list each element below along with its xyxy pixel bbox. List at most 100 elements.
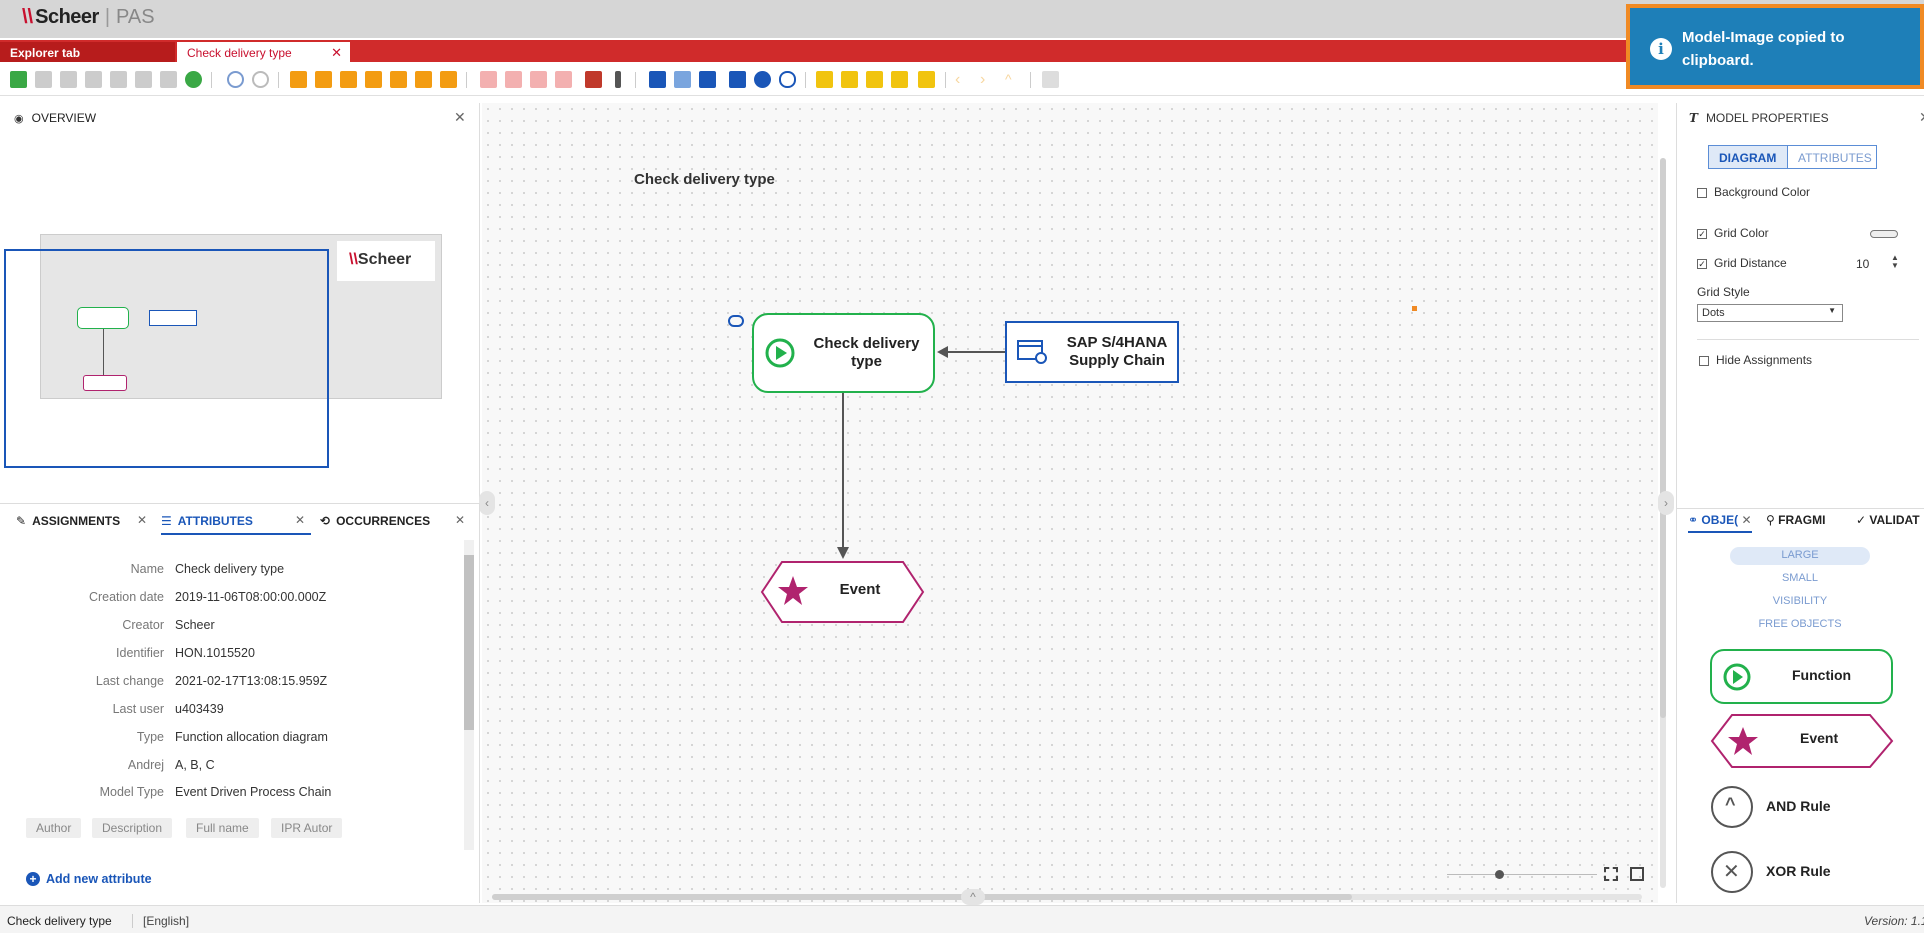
size-large-button[interactable]: LARGE — [1730, 547, 1870, 565]
overview-viewport[interactable] — [4, 249, 329, 468]
grid-color-swatch[interactable] — [1870, 230, 1898, 238]
zoom-slider-thumb[interactable] — [1495, 870, 1504, 879]
grid-distance-stepper-icon[interactable]: ▲▼ — [1891, 253, 1899, 270]
grid-view-icon[interactable] — [649, 71, 666, 88]
chevron-up-icon[interactable]: ^ — [1005, 71, 1012, 87]
canvas-hscroll[interactable] — [492, 894, 1642, 900]
link-icon[interactable] — [728, 315, 744, 327]
text-icon[interactable] — [816, 71, 833, 88]
connect-icon[interactable] — [674, 71, 691, 88]
toast-notification[interactable]: i Model-Image copied to clipboard. — [1626, 4, 1924, 89]
print-icon[interactable] — [390, 71, 407, 88]
stamp-icon[interactable] — [1042, 71, 1059, 88]
toolbar-separator — [278, 72, 279, 88]
canvas-vscroll[interactable] — [1660, 158, 1666, 888]
share-icon[interactable] — [340, 71, 357, 88]
toolbar-separator — [945, 72, 946, 88]
binoculars-icon[interactable] — [699, 71, 716, 88]
panel-close-icon[interactable]: ✕ — [455, 513, 466, 527]
collapse-bottom-handle[interactable]: ^ — [961, 889, 985, 905]
edit-icon: ✎ — [16, 514, 27, 528]
tab-occurrences[interactable]: ⟲ OCCURRENCES — [320, 514, 431, 528]
grid-distance-checkbox[interactable]: ✓ — [1697, 259, 1707, 269]
image-copy-icon[interactable] — [440, 71, 457, 88]
tab-objects[interactable]: ⚭ OBJE( ✕ — [1688, 513, 1752, 533]
add-attribute-button[interactable]: + Add new attribute — [26, 872, 152, 886]
properties-close-icon[interactable]: ✕ — [1919, 109, 1924, 126]
size-small-button[interactable]: SMALL — [1781, 572, 1819, 584]
fullscreen-icon[interactable] — [1604, 867, 1618, 881]
canvas-hscroll-thumb[interactable] — [492, 894, 1352, 900]
grid-style-select[interactable]: Dots ▼ — [1697, 304, 1843, 322]
toggle-icon[interactable] — [779, 71, 796, 88]
more-vertical-icon[interactable] — [615, 71, 621, 88]
chevron-right-icon[interactable]: › — [980, 71, 986, 88]
tab-validation[interactable]: ✓ VALIDAT — [1856, 513, 1920, 527]
tab-attributes-close-icon[interactable]: ✕ — [295, 513, 306, 527]
paste-icon[interactable] — [135, 71, 152, 88]
palette-event[interactable]: Event — [1710, 713, 1894, 769]
image-icon[interactable] — [841, 71, 858, 88]
copy-model-icon[interactable] — [60, 71, 77, 88]
diagram-canvas[interactable]: Check delivery type Check delivery type … — [482, 103, 1666, 903]
fit-view-icon[interactable] — [1630, 867, 1644, 881]
export-icon[interactable] — [290, 71, 307, 88]
event-node[interactable]: Event — [760, 560, 925, 624]
delete-icon[interactable] — [35, 71, 52, 88]
tab-attributes[interactable]: ☰ ATTRIBUTES — [161, 514, 311, 535]
grid-large-icon[interactable] — [891, 71, 908, 88]
format-painter-icon[interactable] — [160, 71, 177, 88]
attribute-chip[interactable]: Full name — [186, 818, 259, 838]
group-icon[interactable] — [555, 71, 572, 88]
collapse-left-handle[interactable]: ‹ — [479, 491, 495, 515]
overview-close-icon[interactable]: ✕ — [454, 109, 466, 125]
table-icon[interactable] — [918, 71, 935, 88]
attribute-chip[interactable]: Description — [92, 818, 173, 838]
tab-fragments[interactable]: ⚲ FRAGMI — [1766, 513, 1826, 527]
attributes-scrollbar-thumb[interactable] — [464, 555, 474, 730]
overview-thumbnail[interactable]: \\Scheer — [40, 234, 442, 399]
palette-function[interactable]: Function — [1710, 649, 1893, 704]
copy-icon[interactable] — [110, 71, 127, 88]
checkbox-icon[interactable] — [729, 71, 746, 88]
chevron-left-icon[interactable]: ‹ — [955, 71, 961, 88]
app-logo[interactable]: \\ Scheer | PAS — [22, 6, 155, 29]
layout-icon[interactable] — [480, 71, 497, 88]
report-icon[interactable] — [415, 71, 432, 88]
attribute-chip[interactable]: Author — [26, 818, 82, 838]
grid-small-icon[interactable] — [866, 71, 883, 88]
segment-attributes[interactable]: ATTRIBUTES — [1787, 145, 1877, 169]
grid-distance-value[interactable]: 10 — [1856, 257, 1870, 271]
pin-icon[interactable] — [365, 71, 382, 88]
new-model-icon[interactable] — [10, 71, 27, 88]
settings-gear-icon[interactable] — [185, 71, 202, 88]
tab-model[interactable]: Check delivery type ✕ — [177, 42, 350, 62]
visibility-button[interactable]: VISIBILITY — [1772, 595, 1828, 607]
document-icon[interactable] — [315, 71, 332, 88]
zoom-slider[interactable] — [1447, 870, 1597, 879]
system-node[interactable]: SAP S/4HANA Supply Chain — [1005, 321, 1179, 383]
segment-diagram[interactable]: DIAGRAM — [1708, 145, 1788, 169]
tab-objects-close-icon: ✕ — [1741, 513, 1752, 527]
tab-explorer[interactable]: Explorer tab — [0, 42, 175, 62]
tab-close-icon[interactable]: ✕ — [331, 45, 342, 60]
palette-and-rule[interactable]: ^ — [1711, 786, 1753, 828]
redo-icon[interactable] — [252, 71, 269, 88]
distribute-icon[interactable] — [530, 71, 547, 88]
undo-icon[interactable] — [227, 71, 244, 88]
hide-assignments-checkbox[interactable] — [1699, 356, 1709, 366]
grid-color-checkbox[interactable]: ✓ — [1697, 229, 1707, 239]
background-color-checkbox[interactable] — [1697, 188, 1707, 198]
tab-assignments-close-icon[interactable]: ✕ — [137, 513, 148, 527]
align-icon[interactable] — [505, 71, 522, 88]
canvas-vscroll-thumb[interactable] — [1660, 158, 1666, 718]
comment-icon[interactable] — [754, 71, 771, 88]
free-objects-button[interactable]: FREE OBJECTS — [1758, 618, 1842, 630]
collapse-right-handle[interactable]: › — [1658, 491, 1674, 515]
attribute-chip[interactable]: IPR Autor — [271, 818, 343, 838]
hierarchy-icon[interactable] — [585, 71, 602, 88]
function-node[interactable]: Check delivery type — [752, 313, 935, 393]
palette-xor-rule[interactable]: ✕ — [1711, 851, 1753, 893]
cut-icon[interactable] — [85, 71, 102, 88]
tab-assignments[interactable]: ✎ ASSIGNMENTS — [16, 514, 121, 528]
